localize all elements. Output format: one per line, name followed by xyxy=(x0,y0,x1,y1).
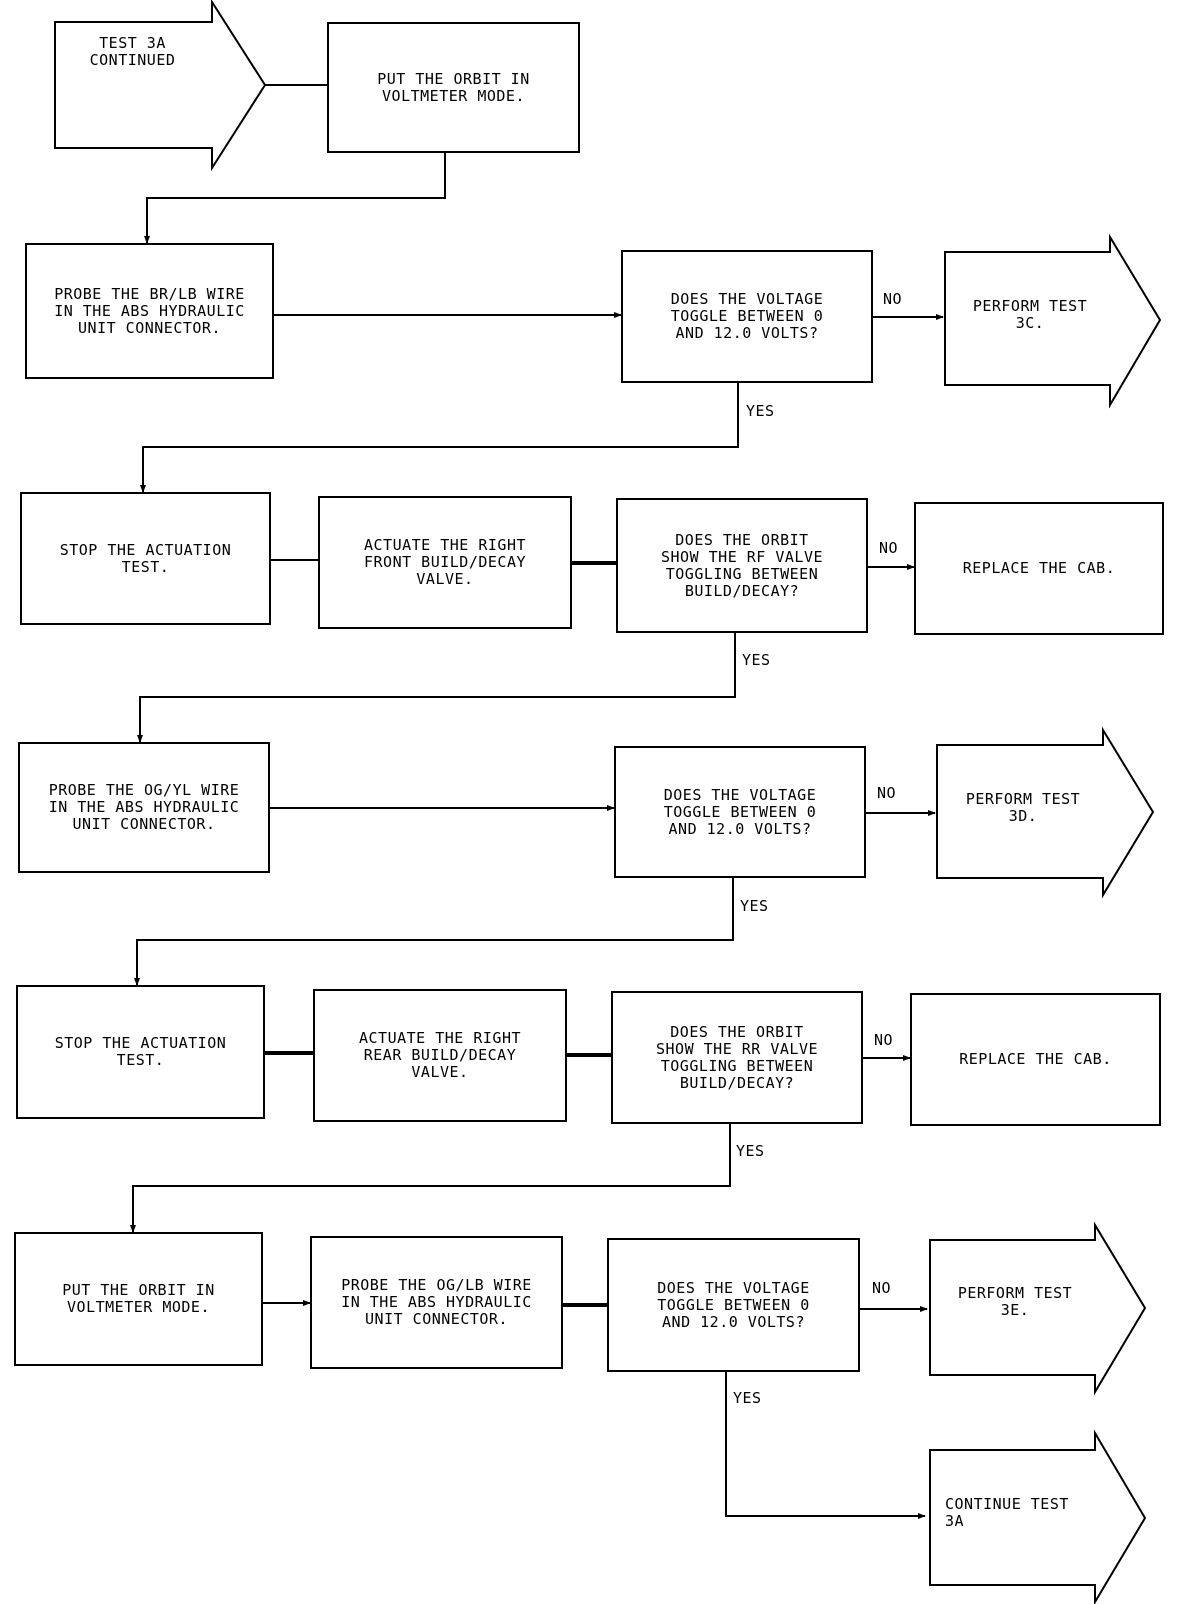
perform-test-3e: PERFORM TEST 3E. xyxy=(940,1277,1090,1327)
probe-brlb-box: PROBE THE BR/LB WIRE IN THE ABS HYDRAULI… xyxy=(25,243,274,379)
no-label: NO xyxy=(883,290,903,308)
no-label: NO xyxy=(879,539,899,557)
perform-3d-arrow-shape xyxy=(936,726,1155,899)
step-text: PUT THE ORBIT IN VOLTMETER MODE. xyxy=(377,69,530,105)
perform-3c-arrow-shape xyxy=(944,233,1162,409)
step-text: PROBE THE BR/LB WIRE IN THE ABS HYDRAULI… xyxy=(54,284,245,337)
yes-label: YES xyxy=(736,1142,765,1160)
perform-test-3c: PERFORM TEST 3C. xyxy=(955,290,1105,340)
decision-voltage-box-1: DOES THE VOLTAGE TOGGLE BETWEEN 0 AND 12… xyxy=(621,250,873,383)
no-label: NO xyxy=(874,1031,894,1049)
yes-label: YES xyxy=(746,402,775,420)
perform-3e-arrow-shape xyxy=(929,1221,1147,1396)
probe-oglb-box: PROBE THE OG/LB WIRE IN THE ABS HYDRAULI… xyxy=(310,1236,563,1369)
yes-label: YES xyxy=(740,897,769,915)
perform-test-3d: PERFORM TEST 3D. xyxy=(948,783,1098,833)
decision-text: DOES THE VOLTAGE TOGGLE BETWEEN 0 AND 12… xyxy=(663,785,817,838)
step-text: REPLACE THE CAB. xyxy=(959,1050,1112,1068)
yes-label: YES xyxy=(733,1389,762,1407)
step-text: PROBE THE OG/LB WIRE IN THE ABS HYDRAULI… xyxy=(341,1276,532,1328)
put-orbit-voltmeter-box-2: PUT THE ORBIT IN VOLTMETER MODE. xyxy=(14,1232,263,1366)
decision-text: DOES THE ORBIT SHOW THE RR VALVE TOGGLIN… xyxy=(655,1022,819,1092)
start-arrow-shape xyxy=(54,0,267,172)
decision-rr-valve-box: DOES THE ORBIT SHOW THE RR VALVE TOGGLIN… xyxy=(611,991,863,1124)
replace-cab-box-1: REPLACE THE CAB. xyxy=(914,502,1164,635)
decision-text: DOES THE ORBIT SHOW THE RF VALVE TOGGLIN… xyxy=(660,530,824,600)
start-label: TEST 3A CONTINUED xyxy=(89,34,176,69)
step-text: STOP THE ACTUATION TEST. xyxy=(59,540,232,576)
probe-ogyl-box: PROBE THE OG/YL WIRE IN THE ABS HYDRAULI… xyxy=(18,742,270,873)
continue-test-3a: CONTINUE TEST 3A xyxy=(945,1488,1095,1538)
actuate-rr-box: ACTUATE THE RIGHT REAR BUILD/DECAY VALVE… xyxy=(313,989,567,1122)
step-text: ACTUATE THE RIGHT REAR BUILD/DECAY VALVE… xyxy=(358,1029,522,1081)
step-text: ACTUATE THE RIGHT FRONT BUILD/DECAY VALV… xyxy=(363,536,527,588)
perform-3d-label: PERFORM TEST 3D. xyxy=(965,790,1081,825)
decision-rf-valve-box: DOES THE ORBIT SHOW THE RF VALVE TOGGLIN… xyxy=(616,498,868,633)
decision-text: DOES THE VOLTAGE TOGGLE BETWEEN 0 AND 12… xyxy=(670,290,824,342)
replace-cab-box-2: REPLACE THE CAB. xyxy=(910,993,1161,1126)
step-text: PUT THE ORBIT IN VOLTMETER MODE. xyxy=(62,1281,215,1316)
continue-3a-label: CONTINUE TEST 3A xyxy=(945,1495,1069,1530)
yes-label: YES xyxy=(742,651,771,669)
step-text: REPLACE THE CAB. xyxy=(962,559,1116,577)
decision-voltage-box-3: DOES THE VOLTAGE TOGGLE BETWEEN 0 AND 12… xyxy=(607,1238,860,1372)
no-label: NO xyxy=(872,1279,892,1297)
actuate-rf-box: ACTUATE THE RIGHT FRONT BUILD/DECAY VALV… xyxy=(318,496,572,629)
step-text: STOP THE ACTUATION TEST. xyxy=(54,1034,227,1069)
stop-actuation-box-1: STOP THE ACTUATION TEST. xyxy=(20,492,271,625)
start-test-3a-continued: TEST 3A CONTINUED xyxy=(60,32,205,72)
decision-voltage-box-2: DOES THE VOLTAGE TOGGLE BETWEEN 0 AND 12… xyxy=(614,746,866,878)
decision-text: DOES THE VOLTAGE TOGGLE BETWEEN 0 AND 12… xyxy=(657,1278,810,1331)
stop-actuation-box-2: STOP THE ACTUATION TEST. xyxy=(16,985,265,1119)
no-label: NO xyxy=(877,784,897,802)
perform-3e-label: PERFORM TEST 3E. xyxy=(957,1284,1073,1319)
put-orbit-voltmeter-box-1: PUT THE ORBIT IN VOLTMETER MODE. xyxy=(327,22,580,153)
step-text: PROBE THE OG/YL WIRE IN THE ABS HYDRAULI… xyxy=(48,781,240,833)
continue-3a-arrow-shape xyxy=(929,1429,1147,1604)
perform-3c-label: PERFORM TEST 3C. xyxy=(972,297,1088,332)
